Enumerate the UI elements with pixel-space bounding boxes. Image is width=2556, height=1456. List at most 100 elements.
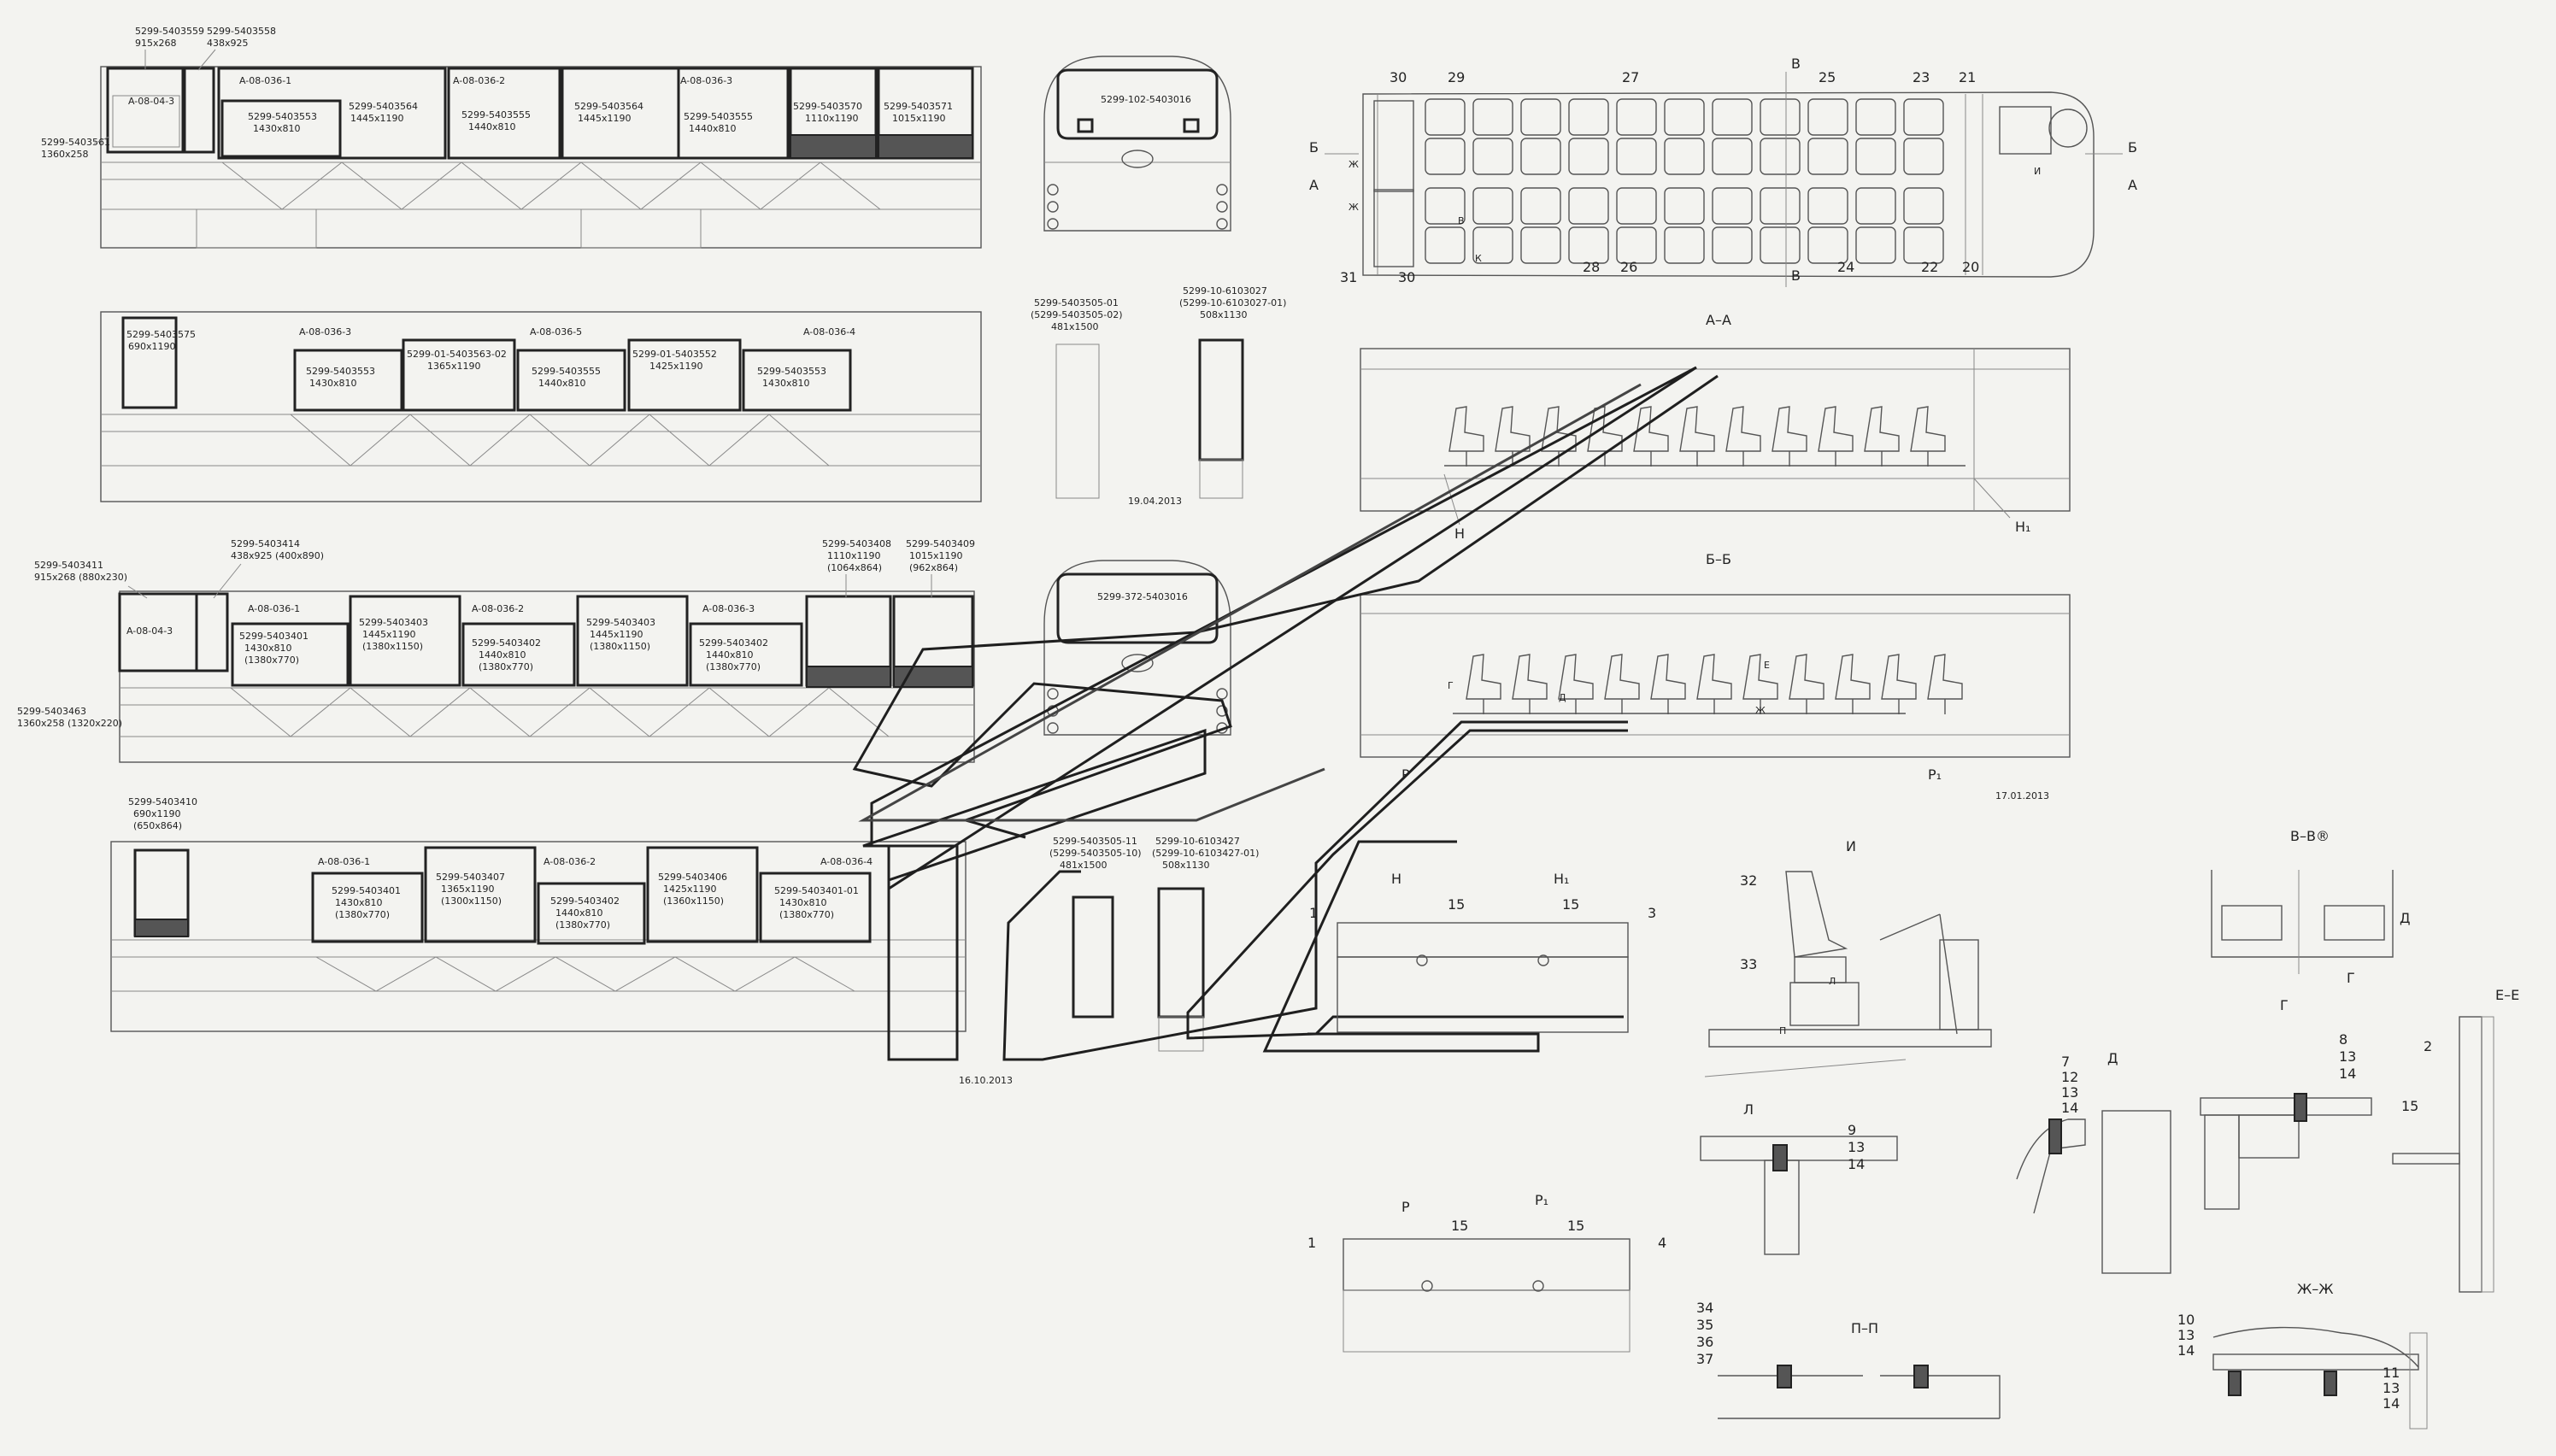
section-label: Р₁ — [1928, 766, 1942, 783]
window-size: 1110x1190 — [805, 113, 859, 124]
door-code: (5299-5403505-10) — [1049, 848, 1142, 859]
detail-label: 15 — [1567, 1218, 1584, 1234]
window-size: 1430x810 — [253, 123, 301, 134]
seat — [1448, 406, 1484, 452]
detail-title: Л — [1743, 1101, 1754, 1118]
detail-title: Н — [1391, 871, 1401, 887]
leader-number: 30 — [1398, 269, 1415, 285]
callout: 5299-5403558 — [207, 26, 276, 37]
detail-label: 14 — [2177, 1342, 2195, 1359]
window-size: 1440x810 — [689, 123, 737, 134]
seat — [1650, 654, 1686, 700]
seat — [1558, 654, 1594, 700]
door-size: 481x1500 — [1051, 321, 1099, 332]
detail-label: 15 — [2401, 1098, 2418, 1114]
seat — [1760, 138, 1801, 175]
window-code: A-08-036-2 — [544, 856, 596, 867]
callout: 5299-5403575 — [126, 329, 196, 340]
date-stamp: 19.04.2013 — [1128, 496, 1182, 507]
door-code: 5299-5403505-01 — [1034, 297, 1119, 308]
detail-label: 15 — [1562, 896, 1579, 913]
seat — [1472, 226, 1513, 264]
door-code: (5299-10-6103427-01) — [1152, 848, 1259, 859]
window-alt: (1380x770) — [335, 909, 390, 920]
seat — [1855, 187, 1896, 225]
window-code: 5299-5403401-01 — [774, 885, 859, 896]
detail-label: 33 — [1740, 956, 1757, 972]
seat — [1725, 406, 1761, 452]
callout: 5299-5403463 — [17, 706, 86, 717]
window-size: 1365x1190 — [427, 361, 481, 372]
window-code: A-08-036-2 — [472, 603, 524, 614]
section-mark: В — [1458, 215, 1465, 226]
window-alt: (1380x770) — [779, 909, 834, 920]
detail-title: Ж–Ж — [2297, 1281, 2333, 1297]
seat — [1881, 654, 1917, 700]
seat — [1760, 98, 1801, 136]
detail-label: 15 — [1451, 1218, 1468, 1234]
seat — [1855, 98, 1896, 136]
section-mark: Б — [2128, 139, 2137, 156]
leader-path-b — [1002, 720, 1628, 1061]
leader-number: 22 — [1921, 259, 1938, 275]
detail-i: И 32 33 Л П — [1704, 838, 1992, 1077]
window-size: 1430x810 — [762, 378, 810, 389]
window-code: 5299-5403407 — [436, 872, 505, 883]
seat — [1425, 226, 1466, 264]
window-size: 1425x1190 — [649, 361, 703, 372]
window-code: A-08-036-4 — [820, 856, 873, 867]
window-code: A-08-036-1 — [239, 75, 291, 86]
callout: 438x925 (400x890) — [231, 550, 324, 561]
section-label: Н — [1454, 525, 1465, 542]
seat — [1903, 98, 1944, 136]
callout: 915x268 — [135, 38, 177, 49]
window-size: 1440x810 — [538, 378, 586, 389]
side-view-4: 5299-5403410 690x1190 (650x864) A-08-036… — [110, 796, 967, 1032]
window-code: 5299-5403403 — [586, 617, 655, 628]
section-title: Б–Б — [1706, 551, 1731, 567]
door-code: (5299-10-6103027-01) — [1179, 297, 1286, 308]
section-aa: А–А Н Н₁ — [1360, 312, 2071, 542]
window-size: 1430x810 — [244, 643, 292, 654]
detail-label: 1 — [1307, 1235, 1316, 1251]
seat — [1742, 654, 1778, 700]
window-size: 1015x1190 — [892, 113, 946, 124]
detail-label: 8 — [2339, 1031, 2347, 1048]
rear-label: 5299-102-5403016 — [1101, 94, 1191, 105]
rear-view-bottom: 5299-372-5403016 — [1043, 560, 1231, 736]
door-code: 5299-10-6103027 — [1183, 285, 1267, 296]
door-size: 481x1500 — [1060, 860, 1108, 871]
leader-number: 26 — [1620, 259, 1637, 275]
detail-label: 13 — [2061, 1084, 2078, 1101]
detail-title: Д — [2107, 1050, 2118, 1066]
detail-label: 1 — [1309, 905, 1318, 921]
seat — [1616, 98, 1657, 136]
section-label: Г — [1448, 680, 1454, 691]
window-alt: (1360x1150) — [663, 895, 724, 907]
window-code: 5299-01-5403563-02 — [407, 349, 507, 360]
window-code: 5299-5403553 — [306, 366, 375, 377]
seat — [1512, 654, 1548, 700]
seat — [1712, 138, 1753, 175]
seat — [1664, 226, 1705, 264]
seat — [1425, 98, 1466, 136]
date-stamp: 17.01.2013 — [1995, 790, 2049, 801]
detail-label: 3 — [1648, 905, 1656, 921]
seat — [1807, 138, 1848, 175]
detail-label: 36 — [1696, 1334, 1713, 1350]
seat — [1472, 138, 1513, 175]
seat — [1568, 98, 1609, 136]
seat — [1807, 98, 1848, 136]
detail-label: 14 — [1848, 1156, 1865, 1172]
detail-label: 34 — [1696, 1300, 1713, 1316]
window-size: 1445x1190 — [578, 113, 632, 124]
leader-number: 25 — [1819, 69, 1836, 85]
detail-l: Л 9 13 14 — [1700, 1101, 1898, 1255]
detail-title: Р₁ — [1535, 1192, 1548, 1208]
seat — [1568, 187, 1609, 225]
callout: (1064x864) — [827, 562, 882, 573]
detail-label: 11 — [2383, 1365, 2400, 1381]
seat — [1587, 406, 1623, 452]
window-alt: (1380x1150) — [362, 641, 423, 652]
seat — [1664, 138, 1705, 175]
